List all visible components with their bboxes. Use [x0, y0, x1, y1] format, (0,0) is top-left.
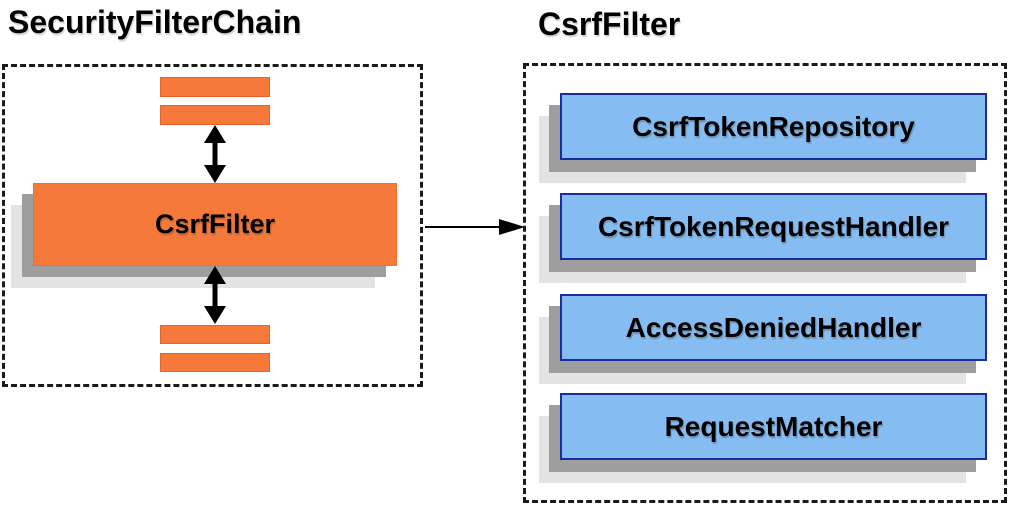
- double-headed-arrow-icon: [204, 266, 226, 324]
- filter-bar-bottom-1: [160, 325, 270, 344]
- right-panel-title: CsrfFilter: [538, 6, 681, 42]
- filter-bar-bottom-2: [160, 353, 270, 372]
- component-box-csrf-token-repository: CsrfTokenRepository: [560, 93, 987, 160]
- component-label: AccessDeniedHandler: [625, 311, 922, 343]
- left-panel-title: SecurityFilterChain: [8, 4, 302, 40]
- security-filter-chain-panel: CsrfFilter: [2, 64, 423, 387]
- component-label: CsrfTokenRepository: [632, 110, 915, 142]
- component-box-csrf-token-request-handler: CsrfTokenRequestHandler: [560, 193, 987, 260]
- double-headed-arrow-icon: [204, 125, 226, 183]
- csrf-filter-panel: CsrfTokenRepository CsrfTokenRequestHand…: [523, 63, 1007, 503]
- right-arrow-icon: [425, 219, 525, 235]
- component-box-request-matcher: RequestMatcher: [560, 393, 987, 460]
- component-label: RequestMatcher: [664, 410, 883, 442]
- component-label: CsrfTokenRequestHandler: [597, 210, 950, 242]
- filter-bar-top-1: [160, 77, 270, 97]
- component-box-access-denied-handler: AccessDeniedHandler: [560, 294, 987, 361]
- csrf-filter-label: CsrfFilter: [154, 209, 276, 239]
- csrf-filter-box: CsrfFilter: [33, 183, 397, 266]
- filter-bar-top-2: [160, 105, 270, 125]
